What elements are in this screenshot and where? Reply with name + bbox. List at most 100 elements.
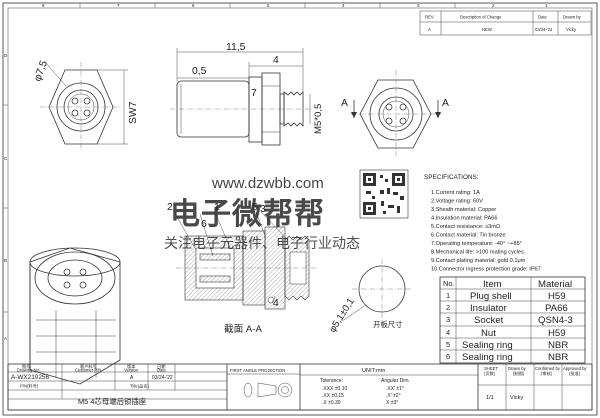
bom-cell: 3 (446, 315, 450, 324)
thread-label: M5*0,5 (313, 104, 324, 134)
section-view: 2 6 1 5 3 4 截面 A-A (167, 202, 318, 335)
date-label-en: Date (157, 368, 167, 373)
drawn-label: Drawn by (508, 366, 527, 371)
projection-label: FIRST ANGLE PROJECTION (230, 368, 285, 373)
thread-length-label: 4 (273, 55, 279, 66)
bom-header: No. (443, 279, 455, 288)
spec-item: 5.Contact resistance: ≤3mΩ (431, 224, 500, 230)
bom-cell: NBR (548, 352, 568, 363)
part-no-label: 客户料号 (80, 363, 97, 370)
callout-5: 5 (252, 202, 258, 213)
date-label: 日期 (157, 364, 165, 370)
revision-block: REV Description of Change Date Drawn by … (419, 10, 592, 36)
bom-header: Material (538, 279, 572, 290)
overall-length-label: 11,5 (226, 42, 246, 53)
title-label: Title(品名) (130, 383, 150, 390)
spec-item: 3.Sheath material: Copper (431, 207, 496, 213)
isometric-view (29, 247, 121, 385)
panel-cutout: φ5,1±0,1 开板尺寸 (327, 259, 412, 335)
callout-1: 1 (214, 202, 220, 213)
version-label-en: Version (124, 368, 139, 373)
watermark-name: 电子微帮帮 (170, 198, 325, 231)
bom-cell: Nut (481, 328, 496, 339)
border-row-label: A (4, 336, 7, 341)
specifications-heading: SPECIFICATIONS: (424, 174, 479, 181)
spec-item: 7.Operating temperature: -40° ~+85° (431, 241, 522, 247)
drawing-no-label: 图号 (22, 364, 30, 370)
part-no-label-en: Customer P/N (75, 368, 101, 373)
diameter-label: φ7,5 (32, 59, 50, 83)
bom-cell: QSN4-3 (538, 315, 573, 326)
angular-heading: Angular Dim. (381, 378, 410, 384)
bom-cell: Socket (474, 315, 504, 326)
drawn-by-value: Vicky (510, 395, 523, 401)
drawn-label-cn: (制图) (513, 370, 525, 377)
bom-cell: 6 (446, 352, 450, 361)
border-row-label: B (4, 258, 7, 263)
spec-item: 9.Contact plating material: gold 0.1μm (431, 258, 526, 264)
border-row-label: D (4, 53, 8, 58)
spec-item: 6.Contact material: Tin bronze (431, 233, 506, 239)
date-value: 03/24-'22 (152, 375, 173, 381)
bom-cell: 5 (446, 340, 450, 349)
border-column-label: 6 (192, 3, 195, 8)
date-header: Date (538, 15, 548, 20)
bom-cell: NBR (548, 340, 568, 351)
sheet-value: 1/1 (486, 395, 494, 401)
bom-cell: 1 (446, 291, 450, 300)
spec-item: 4.Insulation material: PA66 (431, 216, 497, 222)
angular-value: .XX' ±1° (386, 386, 404, 392)
bom-cell: 4 (446, 328, 450, 337)
bom-header: Item (483, 279, 502, 290)
specifications: SPECIFICATIONS: 1.Current rating: 1A 2.V… (424, 174, 541, 273)
border-column-label: 7 (117, 3, 120, 8)
callout-2: 2 (167, 202, 173, 213)
version-value: A (130, 375, 134, 381)
border-column-label: 1 (545, 3, 548, 8)
border-column-label: 8 (42, 3, 45, 8)
panel-cutout-label: 开板尺寸 (373, 320, 403, 329)
border-column-label: 5 (267, 3, 270, 8)
offset-label: 0,5 (192, 66, 207, 77)
sheet-label: SHEET (484, 366, 498, 371)
front-view-right: A A (341, 70, 449, 156)
sheet-label-cn: (页数) (484, 370, 496, 377)
watermark-site: www.dzwbb.com (211, 175, 324, 192)
watermark-subtitle: 关注电子元器件、电子行业动态 (164, 235, 360, 251)
pn-label: P/N(料号) (20, 383, 39, 390)
section-view-label: 截面 A-A (224, 323, 262, 335)
hex-size-label: SW7 (128, 101, 139, 124)
confirmed-label-cn: (审核) (541, 370, 553, 377)
spec-item: 2.Voltage rating: 60V (431, 199, 483, 205)
section-marker-right: A (442, 98, 449, 109)
qr-code (359, 169, 409, 219)
version-label: 版本 (127, 363, 136, 370)
description-header: Description of Change (460, 15, 502, 20)
unit-label: UNIT:mm (362, 368, 386, 374)
watermark: www.dzwbb.com 电子微帮帮 关注电子元器件、电子行业动态 (164, 175, 360, 251)
side-view: 11,5 0,5 4 7 M5*0,5 (170, 42, 324, 146)
bom-cell: Insulator (470, 303, 508, 314)
spec-item: 10.Connector ingress protection grade: I… (431, 267, 541, 273)
body-length-label: 7 (251, 88, 257, 99)
drawing-no-label-en: Drawing No (17, 368, 40, 373)
spec-item: 1.Current rating: 1A (431, 190, 480, 196)
bom-cell: H59 (548, 291, 566, 302)
section-marker-left: A (341, 98, 348, 109)
bom-cell: 2 (446, 303, 450, 312)
border-column-label: 4 (342, 3, 345, 8)
tolerance-value: .X ±0.30 (322, 400, 341, 406)
bom-table: No. Item Material 1 Plug shell H59 2 Ins… (439, 276, 586, 364)
border-column-label: 3 (417, 3, 420, 8)
drawing-title: M5 4芯母端后锁插座 (78, 397, 147, 406)
callout-4: 4 (273, 298, 279, 309)
bom-cell: Plug shell (470, 291, 512, 302)
approved-label-cn: (批准) (569, 370, 581, 377)
bom-cell: Sealing ring (462, 340, 513, 351)
bom-cell: Sealing ring (462, 352, 513, 363)
callout-6: 6 (201, 219, 207, 230)
angular-value: X ±3° (386, 400, 398, 406)
